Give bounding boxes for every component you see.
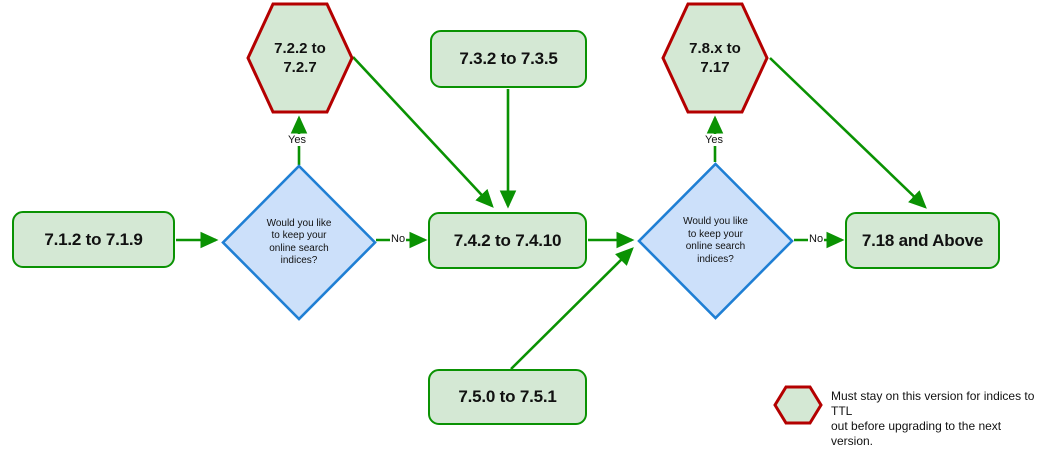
- node-hexagon-7-8-x-to-7-17[interactable]: 7.8.x to 7.17: [661, 2, 769, 114]
- node-label: 7.3.2 to 7.3.5: [459, 49, 558, 68]
- node-decision-left[interactable]: Would you like to keep your online searc…: [221, 164, 377, 321]
- edge-label-no-right: No: [808, 233, 825, 245]
- hexagon-shape: [773, 385, 823, 425]
- edge-hex-left-to-box742: [352, 56, 494, 208]
- node-label: 7.1.2 to 7.1.9: [44, 229, 143, 249]
- edge-label-no-left: No: [390, 233, 407, 245]
- node-label: 7.18 and Above: [861, 230, 984, 250]
- node-box-7-5-0-to-7-5-1[interactable]: 7.5.0 to 7.5.1: [428, 369, 587, 425]
- legend-line-1: Must stay on this version for indices to…: [831, 389, 1035, 418]
- node-hexagon-7-2-2-to-7-2-7[interactable]: 7.2.2 to 7.2.7: [246, 2, 354, 114]
- diamond-shape: [221, 164, 377, 321]
- legend-description: Must stay on this version for indices to…: [831, 389, 1041, 449]
- node-decision-right[interactable]: Would you like to keep your online searc…: [637, 162, 794, 320]
- node-label: 7.4.2 to 7.4.10: [453, 230, 562, 250]
- node-box-7-4-2-to-7-4-10[interactable]: 7.4.2 to 7.4.10: [428, 212, 587, 269]
- node-box-7-18-and-above[interactable]: 7.18 and Above: [845, 212, 1000, 269]
- node-box-7-3-2-to-7-3-5[interactable]: 7.3.2 to 7.3.5: [430, 30, 587, 88]
- legend-line-2: out before upgrading to the next version…: [831, 419, 1002, 448]
- flowchart-edges-layer: [176, 56, 927, 370]
- edge-hex-right-to-box718: [769, 57, 927, 209]
- node-label: 7.5.0 to 7.5.1: [458, 387, 557, 406]
- node-box-7-1-2-to-7-1-9[interactable]: 7.1.2 to 7.1.9: [12, 211, 175, 268]
- diamond-shape: [637, 162, 794, 320]
- edge-label-yes-right: Yes: [704, 134, 724, 146]
- edge-box750-to-decision-right: [510, 247, 634, 370]
- hexagon-shape: [661, 2, 769, 114]
- hexagon-shape: [246, 2, 354, 114]
- legend-hexagon-swatch: [773, 385, 823, 425]
- edge-label-yes-left: Yes: [287, 134, 307, 146]
